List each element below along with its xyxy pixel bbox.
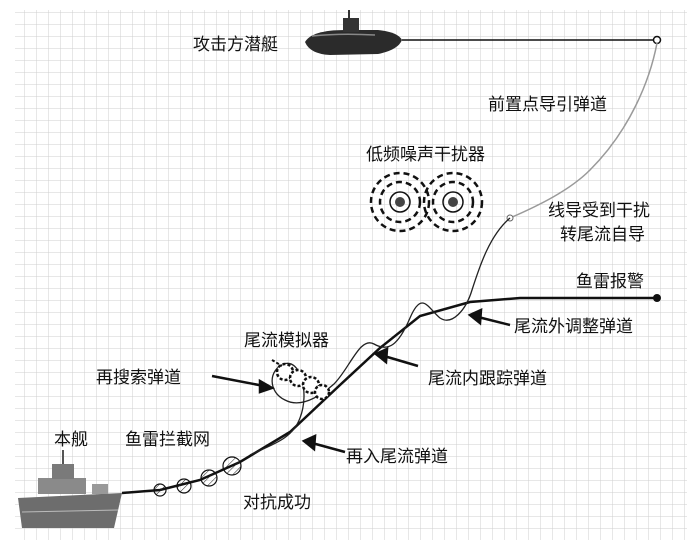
label-wake-inner-track: 尾流内跟踪弹道 (428, 369, 547, 389)
sub-endpoint (652, 35, 662, 45)
label-re-search: 再搜索弹道 (96, 368, 181, 388)
label-torpedo-alarm: 鱼雷报警 (576, 272, 644, 292)
grid-background (15, 10, 687, 540)
label-re-enter-wake: 再入尾流弹道 (346, 447, 448, 467)
label-lead-guidance: 前置点导引弹道 (488, 95, 607, 115)
label-attack-sub: 攻击方潜艇 (193, 35, 278, 55)
submarine-icon (305, 10, 402, 55)
label-wake-simulator: 尾流模拟器 (244, 331, 329, 351)
label-low-freq-jammer: 低频噪声干扰器 (366, 145, 485, 165)
own-ship-icon (18, 450, 122, 528)
label-torpedo-net: 鱼雷拦截网 (125, 430, 210, 450)
low-frequency-jammer-icon (369, 171, 484, 233)
label-own-ship: 本舰 (54, 430, 88, 450)
lead-guidance-trajectory (509, 42, 658, 219)
label-wire-jammed-1: 线导受到干扰 (548, 201, 650, 221)
label-wake-outer-adjust: 尾流外调整弹道 (514, 317, 633, 337)
label-wire-jammed-2: 转尾流自导 (560, 225, 645, 245)
wake-simulator-icon (275, 362, 331, 401)
label-success: 对抗成功 (243, 493, 311, 513)
torpedo-net-icons (153, 456, 242, 497)
annotation-arrows (211, 307, 511, 454)
torpedo-alarm-point (653, 294, 661, 302)
